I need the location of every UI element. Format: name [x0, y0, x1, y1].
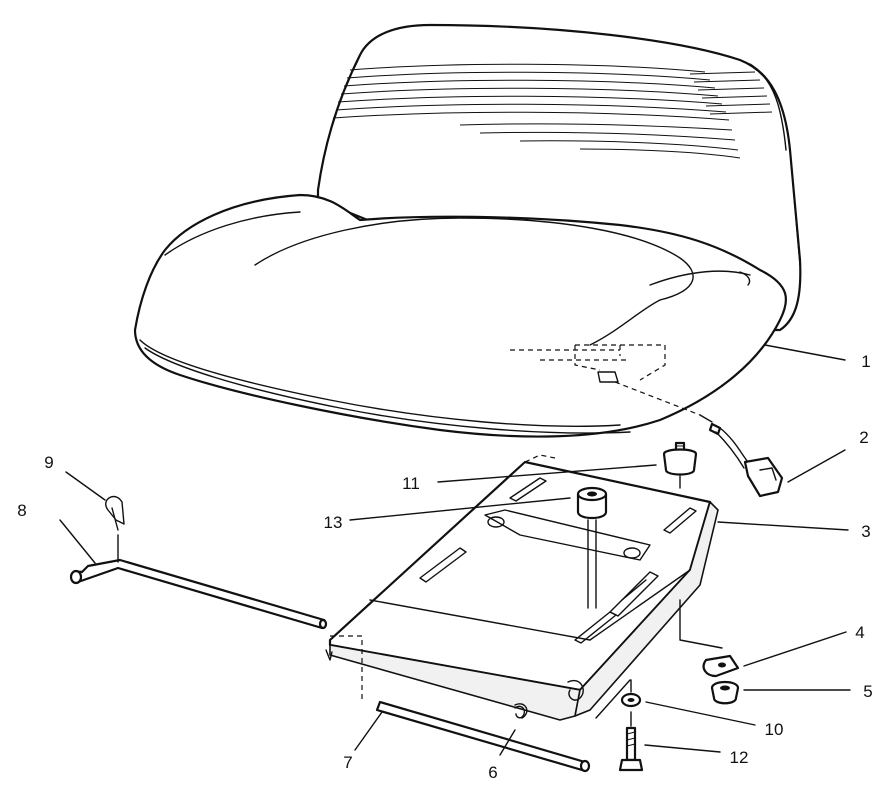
callout-labels: 1 2 3 4 5 6 7 8 9 10 11 12 13	[17, 352, 872, 782]
callout-10: 10	[765, 720, 784, 739]
seat-switch-hidden	[510, 344, 701, 416]
part-6-pivot-pin	[514, 705, 526, 719]
callout-11: 11	[402, 474, 420, 493]
callout-13: 13	[324, 513, 343, 532]
callout-1: 1	[861, 352, 870, 371]
part-11-rubber-mount	[662, 441, 698, 489]
leader-lines	[59, 344, 851, 756]
part-10-washer	[595, 679, 642, 719]
callout-3: 3	[861, 522, 870, 541]
part-7-pivot-rod	[375, 700, 591, 773]
part-4-bracket	[679, 599, 740, 678]
callout-12: 12	[730, 748, 749, 767]
callout-2: 2	[859, 428, 868, 447]
callout-9: 9	[44, 453, 53, 472]
part-5-nut	[710, 680, 740, 705]
part-2-wire-harness	[699, 414, 784, 498]
part-9-hairpin	[105, 495, 125, 563]
callout-5: 5	[863, 682, 872, 701]
callout-8: 8	[17, 501, 26, 520]
seat-back-grille	[332, 63, 773, 159]
part-8-adjusting-rod	[69, 558, 328, 630]
callout-4: 4	[855, 623, 864, 642]
callout-6: 6	[488, 763, 497, 782]
part-13-spacer	[576, 486, 608, 609]
part-12-bolt	[618, 711, 644, 772]
part-3-seat-plate	[325, 454, 719, 721]
callout-7: 7	[343, 753, 352, 772]
part-1-seat	[133, 23, 802, 438]
